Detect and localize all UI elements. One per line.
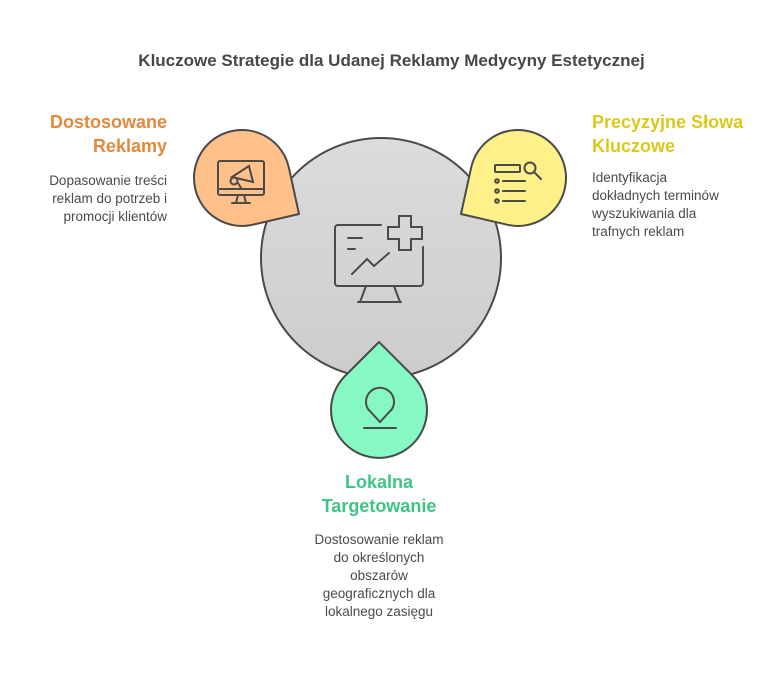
heading-line: Lokalna <box>344 472 414 492</box>
lokalna-targetowanie-drop <box>330 341 428 459</box>
description-line: trafnych reklam <box>592 224 685 239</box>
lokalna-targetowanie-description: Dostosowanie reklam do określonych obsza… <box>279 531 479 621</box>
heading-line: Reklamy <box>92 136 167 156</box>
center-circle <box>260 137 502 379</box>
monitor-megaphone-icon <box>217 160 265 204</box>
description-line: dokładnych terminów <box>592 188 719 203</box>
heading-line: Targetowanie <box>321 496 437 516</box>
description-line: geograficznych dla <box>322 586 436 601</box>
description-line: promocji klientów <box>63 209 167 224</box>
description-line: Dostosowanie reklam <box>314 532 444 547</box>
heading-line: Kluczowe <box>592 136 676 156</box>
search-list-icon <box>494 161 542 204</box>
precyzyjne-slowa-kluczowe-drop <box>460 129 567 227</box>
page-title: Kluczowe Strategie dla Udanej Reklamy Me… <box>138 51 645 70</box>
description-line: do określonych <box>333 550 425 565</box>
description-line: wyszukiwania dla <box>592 206 697 221</box>
precyzyjne-slowa-kluczowe-heading: Precyzyjne Słowa Kluczowe <box>592 110 743 158</box>
dostosowane-reklamy-drop <box>193 129 300 227</box>
description-line: Identyfikacja <box>592 170 668 185</box>
lokalna-targetowanie-heading: Lokalna Targetowanie <box>279 470 479 518</box>
description-line: obszarów <box>350 568 408 583</box>
description-line: Dopasowanie treści <box>49 173 167 188</box>
precyzyjne-slowa-kluczowe-description: Identyfikacja dokładnych terminów wyszuk… <box>592 169 719 241</box>
description-line: lokalnego zasięgu <box>324 604 434 619</box>
location-pin-icon <box>363 386 397 429</box>
dostosowane-reklamy-heading: Dostosowane Reklamy <box>50 110 167 158</box>
medical-monitor-chart-icon <box>334 215 424 303</box>
heading-line: Precyzyjne Słowa <box>592 112 744 132</box>
dostosowane-reklamy-description: Dopasowanie treści reklam do potrzeb i p… <box>49 172 167 226</box>
heading-line: Dostosowane <box>49 112 167 132</box>
description-line: reklam do potrzeb i <box>52 191 167 206</box>
